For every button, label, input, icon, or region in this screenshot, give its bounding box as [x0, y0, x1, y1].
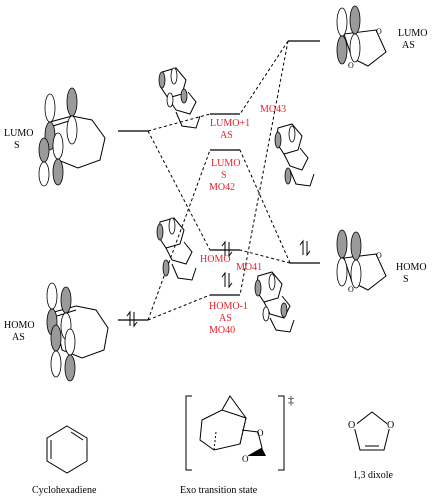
svg-text:O: O [257, 428, 264, 438]
corr-left-lumo-to-mo43 [147, 113, 211, 132]
lumo-mo42-line1: LUMO [211, 158, 240, 169]
ts-orbital-mo43 [158, 67, 201, 129]
right-lumo-symmetry: AS [402, 40, 415, 51]
corr-left-homo-to-mo40 [147, 294, 211, 321]
cyclohexadiene-homo-orbital [46, 282, 109, 382]
homo-minus-1-line2: AS [219, 313, 232, 324]
svg-text:O: O [376, 27, 382, 36]
right-homo-symmetry: S [403, 274, 409, 285]
svg-text:O: O [387, 420, 394, 431]
svg-text:O: O [348, 61, 354, 70]
right-homo-name: HOMO [396, 262, 427, 273]
lumo-mo42-line2: S [221, 170, 227, 181]
corr-right-lumo-to-mo40 [239, 40, 289, 296]
homo-minus-1-line1: HOMO-1 [209, 301, 248, 312]
svg-text:O: O [348, 420, 355, 431]
homo-mo41-line2: MO41 [236, 262, 262, 273]
electron-pair-right-homo [299, 239, 311, 257]
mo43-label: MO43 [260, 104, 286, 115]
left-homo-name: HOMO [4, 320, 35, 331]
corr-left-lumo-to-mo41 [147, 130, 211, 251]
left-homo-symmetry: AS [12, 332, 25, 343]
exo-transition-state-structure: O O [185, 395, 285, 471]
corr-right-homo-to-mo42 [239, 149, 291, 264]
lumo-mo42-line3: MO42 [209, 182, 235, 193]
svg-text:O: O [242, 454, 249, 464]
lumo-plus-1-line1: LUMO+1 [210, 118, 250, 129]
left-lumo-name: LUMO [4, 128, 33, 139]
electron-pair-mo40 [221, 271, 233, 289]
dioxole-lumo-orbital: O O [336, 5, 387, 70]
homo-mo41-line1: HOMO [200, 254, 231, 265]
ts-double-dagger: ‡ [288, 393, 294, 407]
caption-cyclohexadiene: Cyclohexadiene [32, 485, 97, 496]
left-lumo-symmetry: S [14, 140, 20, 151]
cyclohexadiene-structure [46, 425, 88, 474]
right-lumo-name: LUMO [398, 28, 427, 39]
cyclohexadiene-lumo-orbital [38, 87, 106, 187]
electron-pair-mo41 [221, 240, 233, 258]
ts-orbital-mo42 [274, 123, 315, 187]
electron-pair-left-homo [126, 310, 138, 328]
svg-text:O: O [376, 251, 382, 260]
svg-text:O: O [348, 285, 354, 294]
dioxole-homo-orbital: O O [336, 229, 387, 294]
dioxole-structure: O O [348, 411, 396, 451]
homo-minus-1-line3: MO40 [209, 325, 235, 336]
caption-dioxole: 1,3 dixole [353, 470, 394, 481]
ts-orbital-mo40 [254, 271, 295, 333]
lumo-plus-1-line2: AS [220, 130, 233, 141]
corr-left-homo-to-mo42 [147, 149, 211, 321]
caption-exo-ts: Exo transition state [180, 485, 258, 496]
ts-orbital-mo41 [156, 217, 197, 281]
corr-right-lumo-to-mo43 [239, 40, 289, 115]
